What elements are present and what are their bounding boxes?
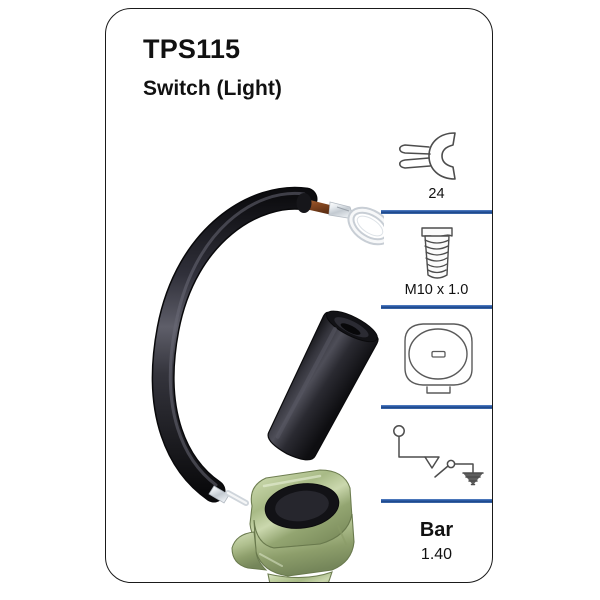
part-name: Switch (Light) [143, 76, 282, 100]
switch-body [231, 469, 355, 582]
spec-row-spanner-size: 24 [379, 127, 492, 214]
spec-divider-4 [381, 499, 492, 504]
product-spec-card: TPS115 Switch (Light) [105, 8, 493, 583]
thread-size-label: M10 x 1.0 [404, 281, 469, 298]
lower-ring-terminal [208, 485, 249, 506]
pressure-value: 1.40 [420, 546, 453, 564]
cable-end-collar [296, 193, 312, 213]
spec-row-circuit-diagram [379, 422, 492, 504]
spec-divider-1 [381, 209, 492, 214]
ring-terminal [328, 201, 384, 246]
cable-body [153, 188, 316, 501]
rubber-boot [267, 310, 379, 461]
spec-row-pressure: Bar 1.40 [379, 519, 492, 564]
cable-highlight [168, 191, 306, 487]
connector-type-label [379, 395, 492, 396]
switch-circuit-icon [379, 422, 492, 488]
spec-row-thread-size: M10 x 1.0 [379, 225, 492, 310]
product-photo-illustration [151, 186, 384, 582]
card-header: TPS115 Switch (Light) [143, 34, 463, 100]
spec-divider-2 [381, 305, 492, 310]
spanner-size-label: 24 [428, 186, 445, 202]
spec-row-connector-type [379, 321, 492, 410]
circuit-diagram-label [379, 488, 492, 489]
spec-column: 24 [379, 127, 492, 565]
pressure-unit-label: Bar [419, 519, 454, 542]
connector-icon [379, 321, 492, 395]
wrench-icon [379, 127, 492, 185]
product-photo [106, 114, 384, 582]
part-number: TPS115 [143, 34, 241, 64]
spec-divider-3 [381, 405, 492, 410]
thread-bolt-icon [379, 225, 492, 281]
